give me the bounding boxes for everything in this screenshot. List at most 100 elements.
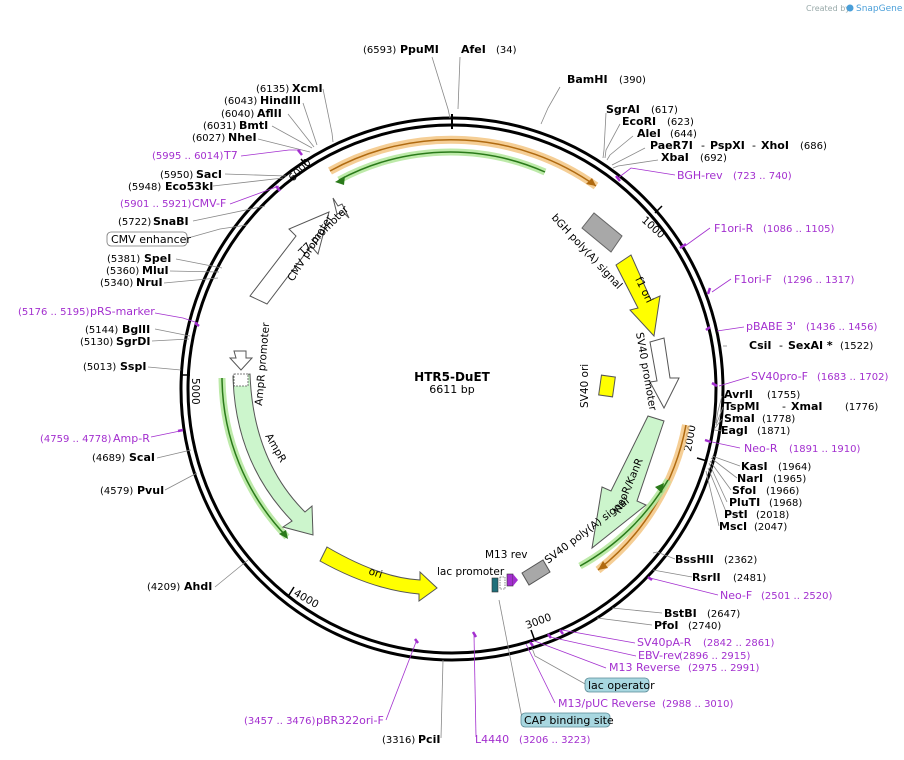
enzyme-saci[interactable]: SacI (196, 168, 222, 181)
enzyme-pfoi-pos: (2740) (688, 621, 721, 632)
lac-operator-label[interactable]: lac operator (588, 679, 655, 692)
enzyme-nrui[interactable]: NruI (136, 276, 163, 289)
enzyme-xcmi[interactable]: XcmI (292, 82, 323, 95)
enzyme-sspi-pos: (5013) (83, 362, 116, 373)
enzyme-pvui-pos: (4579) (100, 486, 133, 497)
enzyme-smai[interactable]: SmaI (724, 412, 755, 425)
primer-cmvf[interactable]: CMV-F (192, 197, 226, 210)
primer-neo-f[interactable]: Neo-F (720, 589, 752, 602)
enzyme-afei[interactable]: AfeI (461, 43, 486, 56)
primer-f1ori-f-range: (1296 .. 1317) (783, 275, 855, 286)
enzyme-msci[interactable]: MscI (719, 520, 747, 533)
primer-m13puc-reverse-range: (2988 .. 3010) (662, 699, 734, 710)
enzyme-scai[interactable]: ScaI (129, 451, 155, 464)
cap-binding-site-box (520, 712, 611, 728)
primer-l4440[interactable]: L4440 (475, 733, 509, 746)
enzyme-sgrai[interactable]: SgrAI (606, 103, 640, 116)
enzyme-kasi[interactable]: KasI (741, 460, 768, 473)
enzyme-pcii[interactable]: PciI (418, 733, 440, 746)
enzyme-xmai[interactable]: XmaI (791, 400, 822, 413)
enzyme-sspi[interactable]: SspI (120, 360, 146, 373)
enzyme-pluti[interactable]: PluTI (729, 496, 760, 509)
enzyme-rsrii[interactable]: RsrII (692, 571, 721, 584)
primer-sv40pro-f-range: (1683 .. 1702) (817, 372, 889, 383)
orf-arc-top-arrowhead (586, 178, 596, 186)
enzyme-avrii[interactable]: AvrII (724, 388, 753, 401)
primer-sv40pa-r-range: (2842 .. 2861) (703, 638, 775, 649)
enzyme-spei[interactable]: SpeI (144, 252, 171, 265)
enzyme-paer7i[interactable]: PaeR7I (650, 139, 693, 152)
primer-neo-r[interactable]: Neo-R (744, 442, 778, 455)
primer-ampr[interactable]: Amp-R (113, 432, 150, 445)
primer-m13puc-reverse[interactable]: M13/pUC Reverse (558, 697, 656, 710)
primer-m13-reverse-range: (2975 .. 2991) (688, 663, 760, 674)
tick-3000: 3000 (524, 611, 553, 631)
enzyme-pfoi[interactable]: PfoI (654, 619, 679, 632)
enzyme-psti[interactable]: PstI (724, 508, 748, 521)
cmv-enhancer-label[interactable]: CMV enhancer (111, 233, 191, 246)
green-arc-top-arrowhead (335, 176, 345, 185)
sv40-ori-label: SV40 ori (579, 364, 591, 408)
tick-5000: 5000 (189, 378, 201, 405)
primer-prs-marker[interactable]: pRS-marker (90, 305, 155, 318)
enzyme-ppumi[interactable]: PpuMI (400, 43, 439, 56)
primer-t7[interactable]: T7 (223, 149, 238, 162)
enzyme-bmti[interactable]: BmtI (239, 119, 268, 132)
enzyme-afei-pos: (34) (496, 45, 517, 56)
primer-m13-reverse[interactable]: M13 Reverse (609, 661, 680, 674)
enzyme-tspmi[interactable]: TspMI (724, 400, 760, 413)
enzyme-nhei[interactable]: NheI (228, 131, 257, 144)
primer-t7-range: (5995 .. 6014) (152, 151, 224, 162)
primer-l4440-range: (3206 .. 3223) (519, 735, 591, 746)
primer-sv40pa-r[interactable]: SV40pA-R (637, 636, 692, 649)
enzyme-csii[interactable]: CsiI (749, 339, 771, 352)
enzyme-bmti-pos: (6031) (203, 121, 236, 132)
primer-bgh-rev[interactable]: BGH-rev (677, 169, 723, 182)
enzyme-eco53ki[interactable]: Eco53kI (165, 180, 213, 193)
enzyme-msci-pos: (2047) (754, 522, 787, 533)
enzyme-bstbi[interactable]: BstBI (664, 607, 697, 620)
sv40-ori-box (598, 374, 616, 398)
enzyme-hindiii[interactable]: HindIII (260, 94, 301, 107)
enzyme-alei[interactable]: AleI (637, 127, 661, 140)
tick-4000-mark (288, 586, 295, 596)
enzyme-mlui[interactable]: MluI (142, 264, 169, 277)
enzyme-sfoi[interactable]: SfoI (732, 484, 756, 497)
enzyme-xbai[interactable]: XbaI (661, 151, 689, 164)
enzyme-bglii[interactable]: BglII (122, 323, 150, 336)
enzyme-xhoi[interactable]: XhoI (761, 139, 789, 152)
primer-pbr322ori-f[interactable]: pBR322ori-F (316, 714, 384, 727)
primer-pbabe3[interactable]: pBABE 3' (746, 320, 796, 333)
enzyme-spei-pos: (5381) (107, 254, 140, 265)
cmv-promoter-arrow (249, 211, 330, 305)
f1-ori-arrow (615, 254, 661, 338)
enzyme-sgrdi-pos: (5130) (80, 337, 113, 348)
enzyme-bglii-pos: (5144) (85, 325, 118, 336)
enzyme-nhei-pos: (6027) (192, 133, 225, 144)
primer-f1ori-r-range: (1086 .. 1105) (763, 224, 835, 235)
enzyme-bsshii[interactable]: BssHII (675, 553, 714, 566)
primer-pbr322ori-f-range: (3457 .. 3476) (244, 716, 316, 727)
enzyme-sgrdi[interactable]: SgrDI (116, 335, 150, 348)
enzyme-snabi[interactable]: SnaBI (153, 215, 189, 228)
enzyme-ahdi[interactable]: AhdI (184, 580, 212, 593)
ori-label: ori (367, 565, 384, 581)
enzyme-ecori[interactable]: EcoRI (622, 115, 656, 128)
enzyme-pvui[interactable]: PvuI (137, 484, 164, 497)
primer-f1ori-r[interactable]: F1ori-R (714, 222, 754, 235)
primer-ebv-rev[interactable]: EBV-rev (638, 649, 681, 662)
enzyme-bsshii-pos: (2362) (724, 555, 757, 566)
enzyme-nari[interactable]: NarI (737, 472, 763, 485)
primer-marks (177, 149, 718, 647)
enzyme-sexai[interactable]: SexAI * (788, 339, 833, 352)
primer-f1ori-f[interactable]: F1ori-F (734, 273, 772, 286)
enzyme-smai-pos: (1778) (762, 414, 795, 425)
enzyme-pspxi[interactable]: PspXI (710, 139, 745, 152)
ampr-promoter-dashed (233, 373, 249, 387)
enzyme-aflii[interactable]: AflII (257, 107, 282, 120)
primer-sv40pro-f[interactable]: SV40pro-F (751, 370, 808, 383)
cap-binding-site-label[interactable]: CAP binding site (524, 714, 614, 727)
enzyme-bamhi[interactable]: BamHI (567, 73, 608, 86)
enzyme-eagi[interactable]: EagI (721, 424, 748, 437)
